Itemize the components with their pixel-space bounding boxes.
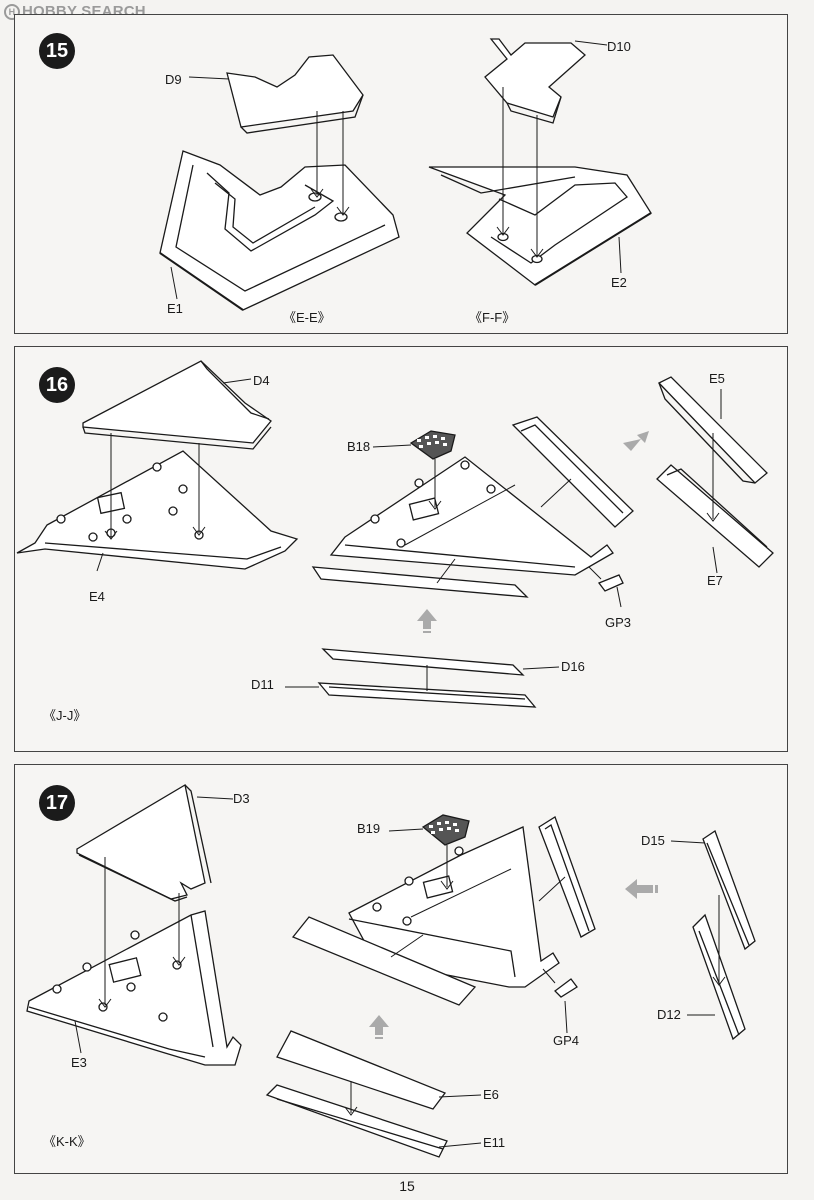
step-16-panel: 16 (14, 346, 788, 752)
step-number-badge: 15 (39, 33, 75, 69)
part-label-gp4: GP4 (553, 1033, 580, 1048)
part-label-e5: E5 (709, 371, 725, 386)
part-label-d3: D3 (233, 791, 250, 806)
part-label-d4: D4 (253, 373, 270, 388)
part-e1-shape (159, 150, 400, 311)
direction-arrow-icon (623, 431, 649, 451)
part-right-strip-shape (538, 816, 596, 938)
part-label-d16: D16 (561, 659, 585, 674)
part-e11-shape (265, 1084, 448, 1158)
part-label-e2: E2 (611, 275, 627, 290)
part-e5-shape (657, 376, 768, 484)
step-15-diagram (159, 38, 652, 311)
part-label-d9: D9 (165, 72, 182, 87)
part-label-e3: E3 (71, 1055, 87, 1070)
part-gp3-shape (597, 574, 624, 592)
part-lower-wedge-shape (291, 916, 477, 1006)
part-lower-strip-shape (311, 566, 529, 598)
up-arrow-icon (417, 609, 437, 629)
part-label-e1: E1 (167, 301, 183, 316)
part-label-d10: D10 (607, 39, 631, 54)
view-label-e-e: 《E-E》 (283, 310, 331, 325)
part-label-b19: B19 (357, 821, 381, 836)
part-gp4-shape (554, 978, 578, 998)
part-label-d11: D11 (251, 677, 274, 692)
part-label-e6: E6 (483, 1087, 499, 1102)
step-number-badge: 16 (39, 367, 75, 403)
part-d16-shape (321, 648, 525, 676)
part-d10-shape (484, 38, 586, 118)
part-label-b18: B18 (347, 439, 371, 454)
part-e4-shape (16, 450, 299, 570)
part-d15-shape (702, 830, 756, 951)
part-e7-shape (656, 464, 774, 568)
part-right-strip-shape (511, 416, 634, 528)
part-label-d15: D15 (641, 833, 665, 848)
watermark-logo-icon: H (4, 4, 20, 21)
part-d3-shape (76, 783, 206, 900)
direction-arrow-icon (625, 879, 653, 899)
up-arrow-icon (369, 1015, 389, 1035)
view-label-k-k: 《K-K》 (43, 1134, 91, 1149)
part-label-e11: E11 (483, 1135, 506, 1150)
view-label-f-f: 《F-F》 (469, 310, 516, 325)
part-d9-shape (226, 54, 364, 128)
part-label-e7: E7 (707, 573, 723, 588)
part-label-d12: D12 (657, 1007, 681, 1022)
page-number: 15 (399, 1178, 415, 1194)
part-b19-shape (421, 814, 470, 846)
part-label-gp3: GP3 (605, 615, 632, 630)
part-d4-shape (82, 360, 272, 444)
part-label-e4: E4 (89, 589, 105, 604)
step-number-badge: 17 (39, 785, 75, 821)
step-17-diagram (26, 783, 756, 1158)
view-label-j-j: 《J-J》 (43, 708, 87, 723)
part-d11-shape (317, 682, 537, 708)
part-e6-shape (276, 1030, 447, 1110)
step-15-panel: 15 D9 D10 E1 (14, 14, 788, 334)
step-16-diagram (16, 360, 774, 708)
step-17-panel: 17 (14, 764, 788, 1174)
